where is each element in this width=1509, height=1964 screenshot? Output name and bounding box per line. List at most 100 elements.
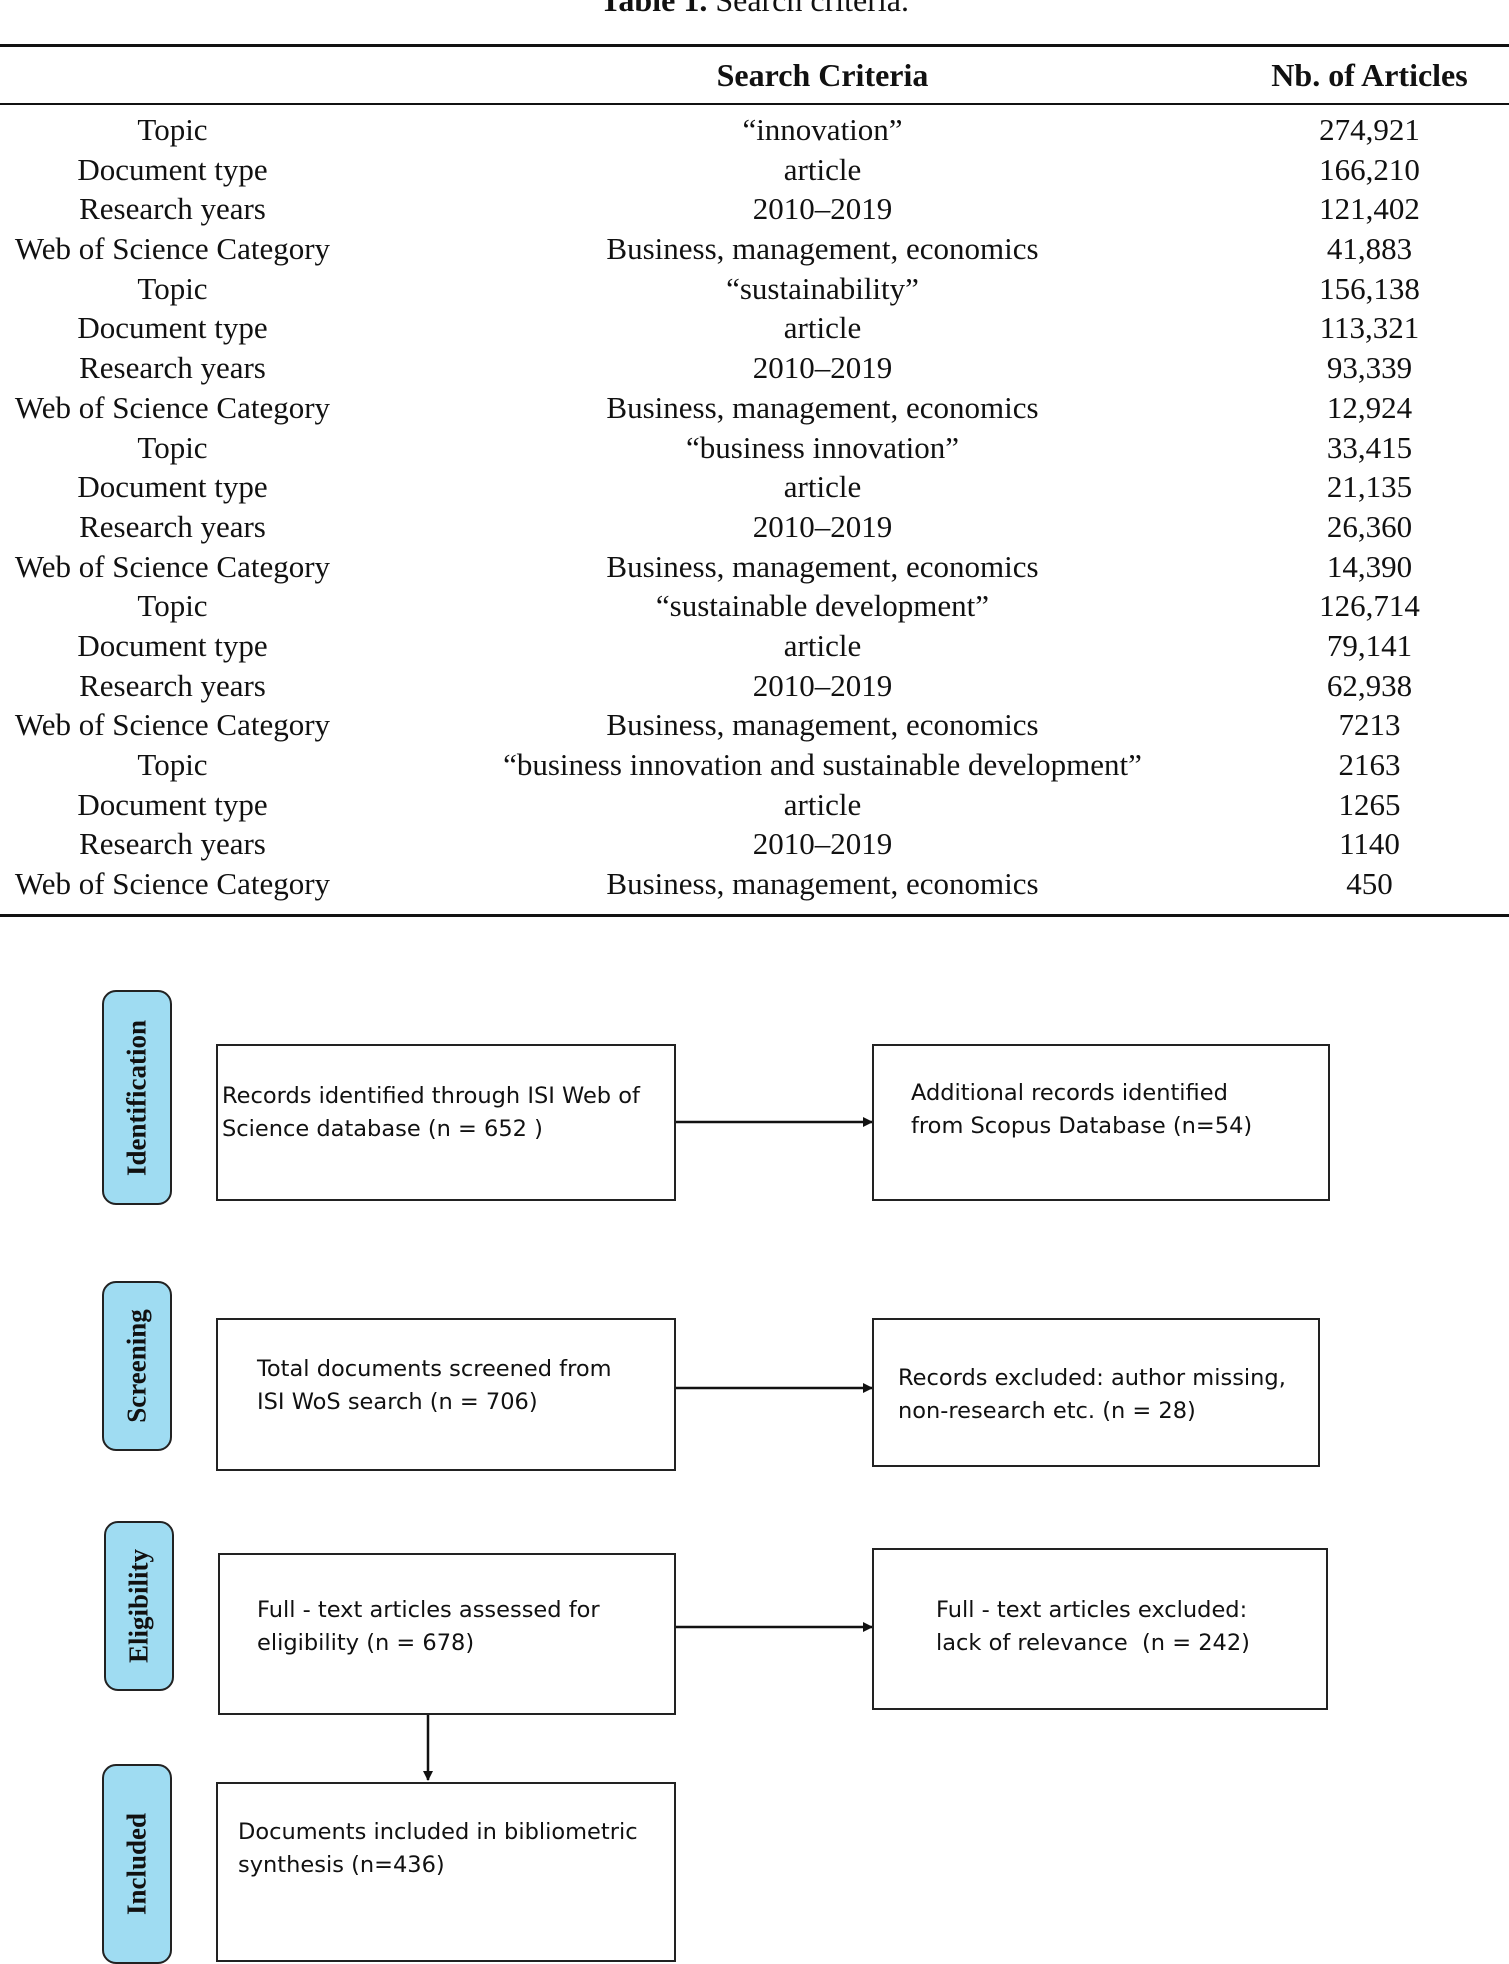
- table-row: Topic “innovation” 274,921: [0, 110, 1509, 150]
- table-row: Document type article 166,210: [0, 150, 1509, 190]
- row-nb-articles: 121,402: [1319, 191, 1420, 227]
- table-row: Topic “business innovation and sustainabl…: [0, 745, 1509, 785]
- header-nb-articles: Nb. of Articles: [1271, 57, 1468, 93]
- row-label: Document type: [77, 469, 268, 505]
- table-row: Web of Science Category Business, managem…: [0, 864, 1509, 904]
- row-label: Web of Science Category: [14, 231, 331, 267]
- row-nb-articles: 79,141: [1326, 627, 1413, 663]
- row-nb-articles: 166,210: [1319, 151, 1420, 187]
- table-row: Document type article 1265: [0, 785, 1509, 825]
- box-fulltext-assessed: Full - text articles assessed for eligib…: [218, 1553, 676, 1715]
- row-nb-articles: 1265: [1338, 786, 1401, 822]
- row-search-criteria: 2010–2019: [752, 508, 893, 544]
- table-bottom-rule: [0, 914, 1509, 917]
- stage-included: Included: [102, 1764, 172, 1964]
- row-label: Web of Science Category: [14, 389, 331, 425]
- table-row: Research years 2010–2019 62,938: [0, 666, 1509, 706]
- row-nb-articles: 1140: [1339, 826, 1400, 862]
- row-search-criteria: article: [783, 469, 862, 505]
- row-nb-articles: 7213: [1338, 707, 1401, 743]
- row-search-criteria: Business, management, economics: [606, 548, 1039, 584]
- table-caption-label: Table 1.: [600, 0, 708, 18]
- table-row: Web of Science Category Business, managem…: [0, 547, 1509, 587]
- stage-screening: Screening: [102, 1281, 172, 1451]
- table-row: Topic “sustainability” 156,138: [0, 269, 1509, 309]
- row-nb-articles: 26,360: [1326, 508, 1413, 544]
- table-row: Document type article 113,321: [0, 308, 1509, 348]
- row-nb-articles: 12,924: [1326, 389, 1413, 425]
- table-row: Web of Science Category Business, managem…: [0, 229, 1509, 269]
- row-label: Web of Science Category: [14, 548, 331, 584]
- table-row: Web of Science Category Business, managem…: [0, 388, 1509, 428]
- row-nb-articles: 33,415: [1326, 429, 1413, 465]
- row-search-criteria: Business, management, economics: [606, 707, 1039, 743]
- row-search-criteria: “sustainable development”: [655, 588, 990, 624]
- row-nb-articles: 41,883: [1326, 231, 1413, 267]
- row-search-criteria: Business, management, economics: [606, 866, 1039, 902]
- row-search-criteria: article: [783, 786, 862, 822]
- row-search-criteria: Business, management, economics: [606, 389, 1039, 425]
- table-row: Web of Science Category Business, managem…: [0, 705, 1509, 745]
- row-search-criteria: “business innovation and sustainable dev…: [503, 747, 1142, 782]
- row-label: Research years: [79, 826, 266, 862]
- row-search-criteria: 2010–2019: [752, 350, 893, 386]
- table-caption: Table 1. Search criteria.: [0, 0, 1509, 22]
- row-label: Document type: [77, 310, 268, 346]
- row-label: Document type: [77, 151, 268, 187]
- row-search-criteria: “innovation”: [742, 112, 903, 147]
- box-included: Documents included in bibliometric synth…: [216, 1782, 676, 1962]
- box-fulltext-excluded: Full - text articles excluded: lack of r…: [872, 1548, 1328, 1710]
- row-nb-articles: 126,714: [1319, 588, 1420, 624]
- box-records-excluded: Records excluded: author missing, non-re…: [872, 1318, 1320, 1467]
- stage-eligibility: Eligibility: [104, 1521, 174, 1691]
- row-label: Topic: [137, 429, 208, 465]
- box-screened: Total documents screened from ISI WoS se…: [216, 1318, 676, 1471]
- row-label: Document type: [77, 786, 268, 822]
- table-caption-text: Search criteria.: [707, 0, 909, 18]
- table-row: Document type article 79,141: [0, 626, 1509, 666]
- row-nb-articles: 14,390: [1326, 548, 1413, 584]
- stage-identification: Identification: [102, 990, 172, 1205]
- row-search-criteria: “sustainability”: [726, 270, 919, 306]
- row-label: Research years: [79, 508, 266, 544]
- table-row: Document type article 21,135: [0, 467, 1509, 507]
- row-nb-articles: 2163: [1338, 747, 1401, 782]
- flow-arrows: [423, 1117, 873, 1781]
- row-label: Topic: [137, 270, 208, 306]
- row-nb-articles: 156,138: [1319, 270, 1420, 306]
- row-search-criteria: article: [783, 151, 862, 187]
- box-records-wos: Records identified through ISI Web of Sc…: [216, 1044, 676, 1201]
- row-search-criteria: article: [783, 310, 862, 346]
- row-label: Web of Science Category: [14, 866, 331, 902]
- table-row: Research years 2010–2019 1140: [0, 824, 1509, 864]
- prisma-flow-diagram: Identification Screening Eligibility Inc…: [0, 960, 1509, 1964]
- row-label: Topic: [137, 747, 208, 782]
- row-nb-articles: 21,135: [1326, 469, 1413, 505]
- table-row: Topic “business innovation” 33,415: [0, 428, 1509, 468]
- table-header-rule: [0, 103, 1509, 105]
- row-nb-articles: 62,938: [1326, 667, 1413, 703]
- row-search-criteria: 2010–2019: [752, 667, 893, 703]
- table-top-rule: [0, 44, 1509, 47]
- row-search-criteria: Business, management, economics: [606, 231, 1039, 267]
- row-search-criteria: 2010–2019: [752, 826, 893, 862]
- row-nb-articles: 113,321: [1319, 310, 1420, 346]
- row-label: Web of Science Category: [14, 707, 331, 743]
- row-nb-articles: 450: [1346, 866, 1393, 902]
- row-label: Research years: [79, 191, 266, 227]
- row-search-criteria: “business innovation”: [686, 429, 959, 465]
- row-nb-articles: 274,921: [1319, 112, 1420, 147]
- header-search-criteria: Search Criteria: [716, 57, 929, 93]
- row-label: Document type: [77, 627, 268, 663]
- row-label: Research years: [79, 667, 266, 703]
- row-search-criteria: article: [783, 627, 862, 663]
- row-nb-articles: 93,339: [1326, 350, 1413, 386]
- row-label: Topic: [137, 588, 208, 624]
- row-label: Research years: [79, 350, 266, 386]
- row-label: Topic: [137, 112, 208, 147]
- table-row: Research years 2010–2019 93,339: [0, 348, 1509, 388]
- box-records-scopus: Additional records identified from Scopu…: [872, 1044, 1330, 1201]
- row-search-criteria: 2010–2019: [752, 191, 893, 227]
- table-row: Research years 2010–2019 121,402: [0, 189, 1509, 229]
